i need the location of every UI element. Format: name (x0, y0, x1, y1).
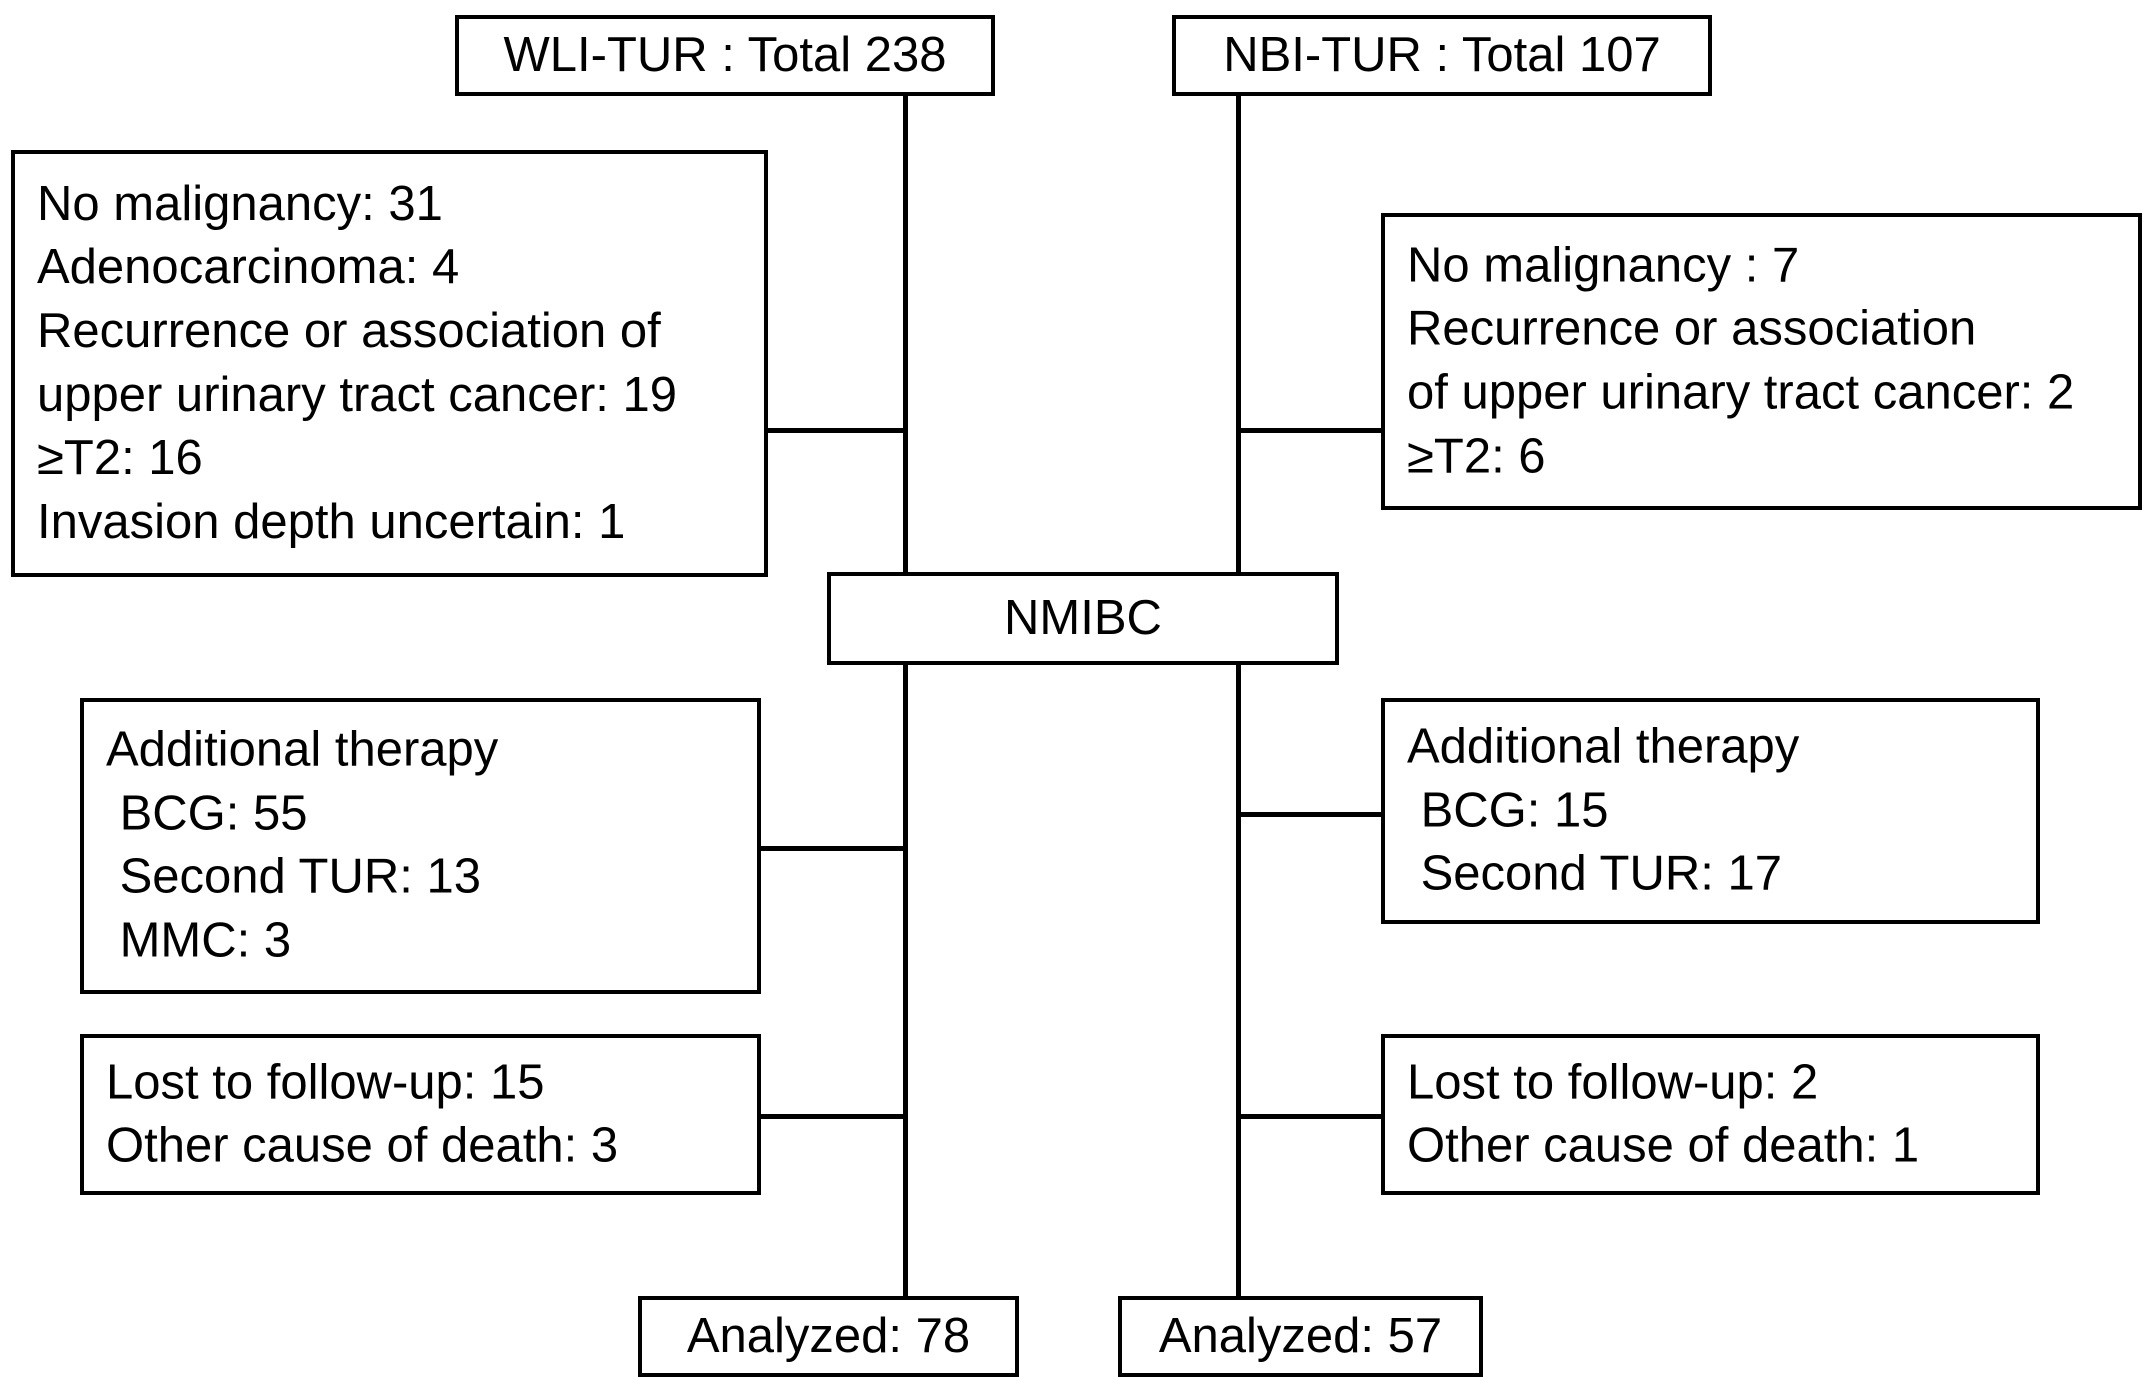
nbi-followup-text: Lost to follow-up: 2 Other cause of deat… (1407, 1054, 1920, 1173)
wli-followup-text: Lost to follow-up: 15 Other cause of dea… (106, 1054, 619, 1173)
nbi-additional-therapy-text: Additional therapy BCG: 15 Second TUR: 1… (1407, 719, 1800, 901)
wli-therapy-connector (760, 846, 907, 851)
wli-followup-box: Lost to follow-up: 15 Other cause of dea… (80, 1034, 761, 1195)
wli-exclusions-text: No malignancy: 31 Adenocarcinoma: 4 Recu… (37, 176, 678, 549)
wli-analyzed-label: Analyzed: 78 (686, 1308, 971, 1363)
nmibc-label: NMIBC (1004, 590, 1162, 645)
wli-exclusions-box: No malignancy: 31 Adenocarcinoma: 4 Recu… (11, 150, 768, 577)
nbi-followup-connector (1236, 1114, 1382, 1119)
wli-exclusion-connector (767, 428, 907, 433)
nbi-analyzed-label: Analyzed: 57 (1158, 1308, 1443, 1363)
wli-trunk-line (903, 95, 908, 1299)
nbi-analyzed-box: Analyzed: 57 (1118, 1296, 1483, 1377)
wli-additional-therapy-box: Additional therapy BCG: 55 Second TUR: 1… (80, 698, 761, 994)
nbi-tur-total-label: NBI-TUR : Total 107 (1223, 27, 1661, 82)
nbi-trunk-line (1236, 95, 1241, 1299)
nbi-exclusions-text: No malignancy : 7 Recurrence or associat… (1407, 238, 2075, 484)
wli-followup-connector (760, 1114, 907, 1119)
nbi-therapy-connector (1236, 812, 1382, 817)
nbi-exclusion-connector (1236, 428, 1382, 433)
wli-additional-therapy-text: Additional therapy BCG: 55 Second TUR: 1… (106, 722, 499, 968)
nbi-exclusions-box: No malignancy : 7 Recurrence or associat… (1381, 213, 2142, 510)
nbi-additional-therapy-box: Additional therapy BCG: 15 Second TUR: 1… (1381, 698, 2040, 924)
nmibc-box: NMIBC (827, 572, 1339, 665)
wli-tur-total-label: WLI-TUR : Total 238 (503, 27, 947, 82)
wli-analyzed-box: Analyzed: 78 (638, 1296, 1019, 1377)
nbi-followup-box: Lost to follow-up: 2 Other cause of deat… (1381, 1034, 2040, 1195)
wli-tur-total-box: WLI-TUR : Total 238 (455, 15, 995, 96)
nbi-tur-total-box: NBI-TUR : Total 107 (1172, 15, 1712, 96)
